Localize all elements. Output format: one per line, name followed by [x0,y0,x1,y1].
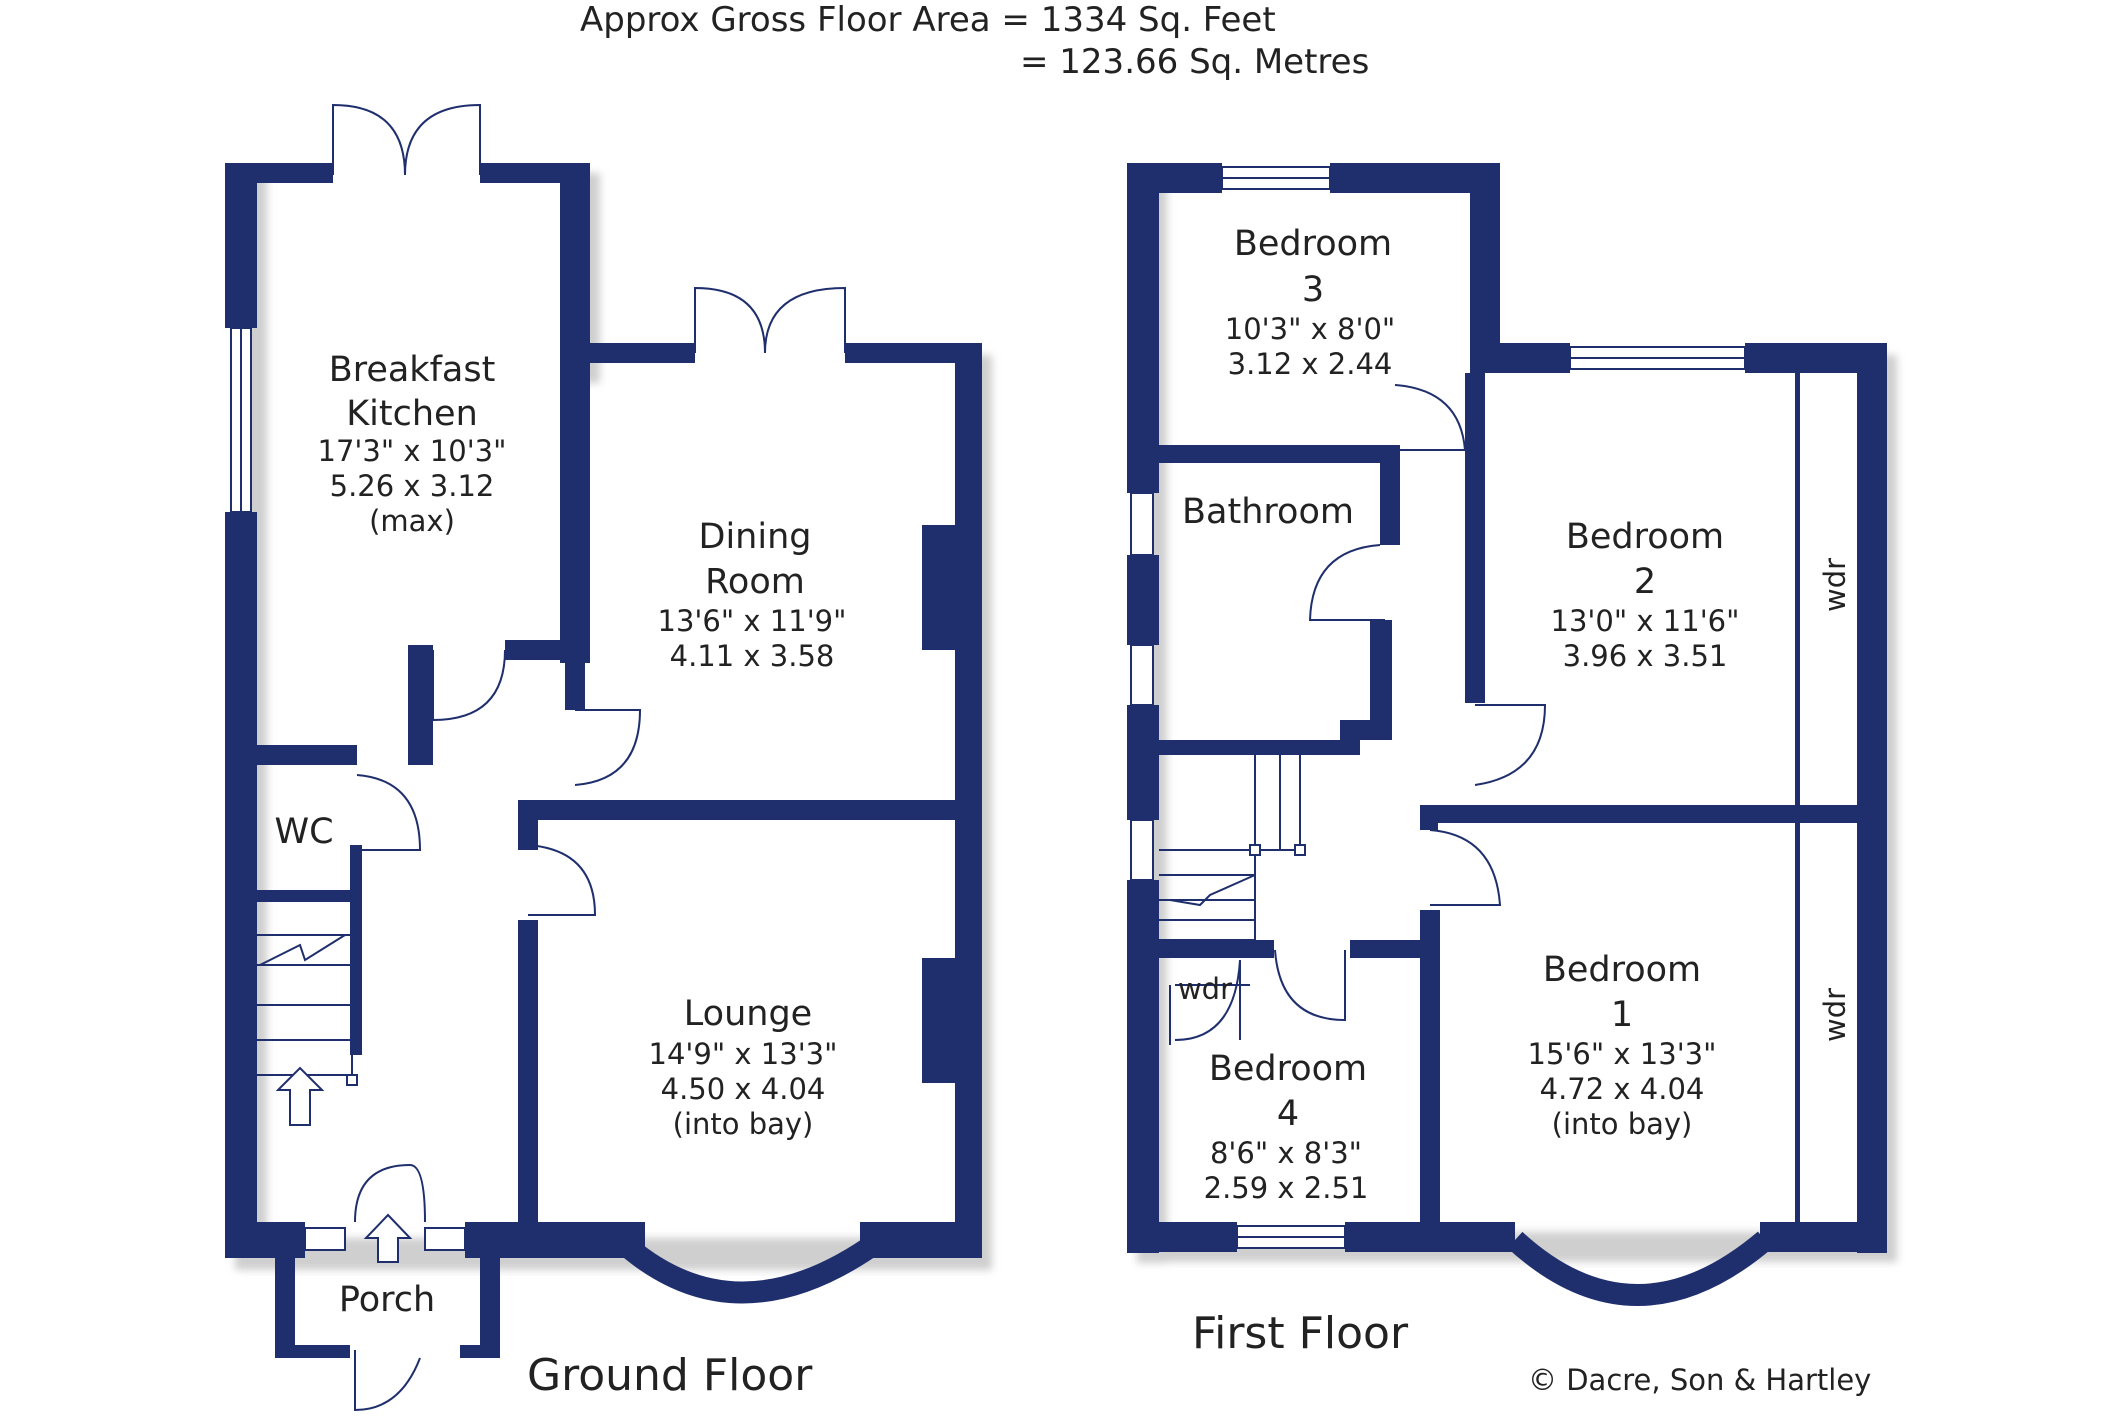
gross-area-sqm: = 123.66 Sq. Metres [1020,42,1370,82]
ground-floor-plan [225,103,992,1412]
bedroom1-wardrobe-label: wdr [1818,987,1852,1042]
bedroom2-name-2: 2 [1633,562,1657,602]
bathroom-name: Bathroom [1182,492,1354,532]
porch-name: Porch [338,1280,436,1320]
first-floor-label: First Floor [1192,1308,1409,1359]
lounge-dim-imperial: 14'9" x 13'3" [648,1037,838,1071]
ground-floor-label: Ground Floor [527,1350,813,1401]
bedroom4-dim-metric: 2.59 x 2.51 [1203,1171,1369,1205]
lounge-name: Lounge [683,994,813,1034]
first-floor-plan [1127,163,1897,1306]
copyright-text: © Dacre, Son & Hartley [1528,1363,1872,1397]
lounge-dim-metric: 4.50 x 4.04 [660,1072,826,1106]
breakfast-kitchen-dim-imperial: 17'3" x 10'3" [317,434,507,468]
bedroom4-dim-imperial: 8'6" x 8'3" [1209,1136,1363,1170]
dining-room-dim-metric: 4.11 x 3.58 [669,639,835,673]
bedroom1-dim-imperial: 15'6" x 13'3" [1527,1037,1717,1071]
breakfast-kitchen-note: (max) [369,504,455,538]
bedroom2-dim-metric: 3.96 x 3.51 [1562,639,1728,673]
bedroom2-wardrobe-label: wdr [1818,557,1852,612]
dining-room-name-1: Dining [698,517,812,557]
dining-room-name-2: Room [705,562,805,602]
gross-area-sqft: Approx Gross Floor Area = 1334 Sq. Feet [580,0,1276,40]
bedroom3-dim-metric: 3.12 x 2.44 [1227,347,1393,381]
bedroom1-name-2: 1 [1610,995,1634,1035]
bedroom2-dim-imperial: 13'0" x 11'6" [1550,604,1740,638]
ground-floor-walls [225,163,982,1358]
wc-name: WC [274,812,334,852]
bedroom1-dim-metric: 4.72 x 4.04 [1539,1072,1705,1106]
breakfast-kitchen-name-1: Breakfast [328,350,496,390]
dining-room-dim-imperial: 13'6" x 11'9" [657,604,847,638]
lounge-note: (into bay) [672,1107,814,1141]
bedroom2-name-1: Bedroom [1565,517,1725,557]
bedroom3-dim-imperial: 10'3" x 8'0" [1224,312,1396,346]
stairs-arrow-icon [275,1066,325,1126]
bedroom4-wardrobe-label: wdr [1177,972,1233,1006]
bedroom3-name-2: 3 [1301,270,1325,310]
entrance-arrow-icon [363,1213,413,1263]
breakfast-kitchen-name-2: Kitchen [346,394,478,434]
bedroom3-name-1: Bedroom [1233,224,1393,264]
breakfast-kitchen-dim-metric: 5.26 x 3.12 [329,469,495,503]
first-floor-walls [1127,163,1887,1253]
bedroom4-name-1: Bedroom [1208,1049,1368,1089]
bedroom4-name-2: 4 [1276,1094,1300,1134]
bedroom1-name-1: Bedroom [1542,950,1702,990]
bedroom1-note: (into bay) [1551,1107,1693,1141]
